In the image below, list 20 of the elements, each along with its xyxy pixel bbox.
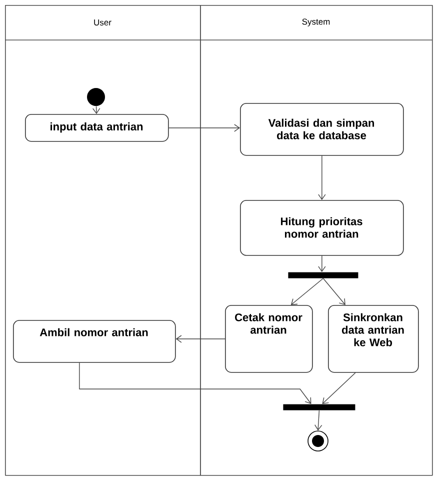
action-box: Hitung prioritas nomor antrian (240, 200, 404, 256)
arrow (290, 278, 324, 305)
arrow (322, 372, 356, 404)
action-box: Ambil nomor antrian (13, 320, 176, 363)
sync-bar (283, 404, 356, 410)
initial-node (87, 88, 105, 106)
arrow (92, 106, 100, 114)
sync-bar (288, 272, 358, 278)
arrow (318, 155, 326, 200)
arrow (318, 255, 326, 272)
action-box: Validasi dan simpan data ke database (240, 103, 404, 156)
arrow (168, 124, 240, 132)
arrow (314, 410, 322, 431)
action-box: Cetak nomor antrian (225, 305, 313, 373)
action-box: input data antrian (25, 114, 169, 142)
final-node (308, 430, 328, 452)
action-box: Sinkronkan data antrian ke Web (328, 305, 419, 373)
arrow (176, 335, 226, 343)
arrow (322, 278, 346, 305)
arrow (79, 362, 312, 404)
